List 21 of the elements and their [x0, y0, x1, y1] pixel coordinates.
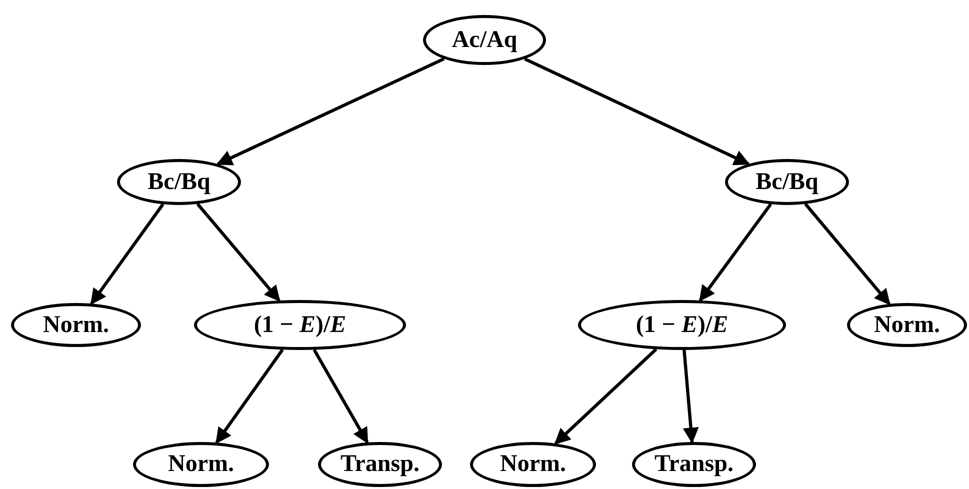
arrow — [698, 203, 772, 302]
arrow — [804, 202, 891, 306]
node-label: Transp. — [654, 451, 734, 478]
node-label: Norm. — [500, 451, 566, 478]
arrow — [682, 350, 699, 444]
arrow — [90, 203, 164, 305]
arrow — [312, 348, 369, 444]
arrow — [524, 57, 750, 166]
node-label: (1 − E)/E — [254, 312, 346, 338]
node-label: (1 − E)/E — [636, 312, 728, 338]
arrow — [215, 348, 284, 444]
node-label: Norm. — [168, 451, 234, 478]
arrow — [196, 202, 280, 302]
node-label: Ac/Aq — [452, 26, 518, 54]
node-label: Transp. — [340, 451, 420, 478]
arrow — [554, 348, 658, 445]
node-label: Norm. — [874, 312, 940, 338]
node-label: Norm. — [43, 312, 109, 338]
arrow — [216, 57, 445, 166]
node-label: Bc/Bq — [756, 168, 818, 196]
node-label: Bc/Bq — [148, 168, 210, 196]
